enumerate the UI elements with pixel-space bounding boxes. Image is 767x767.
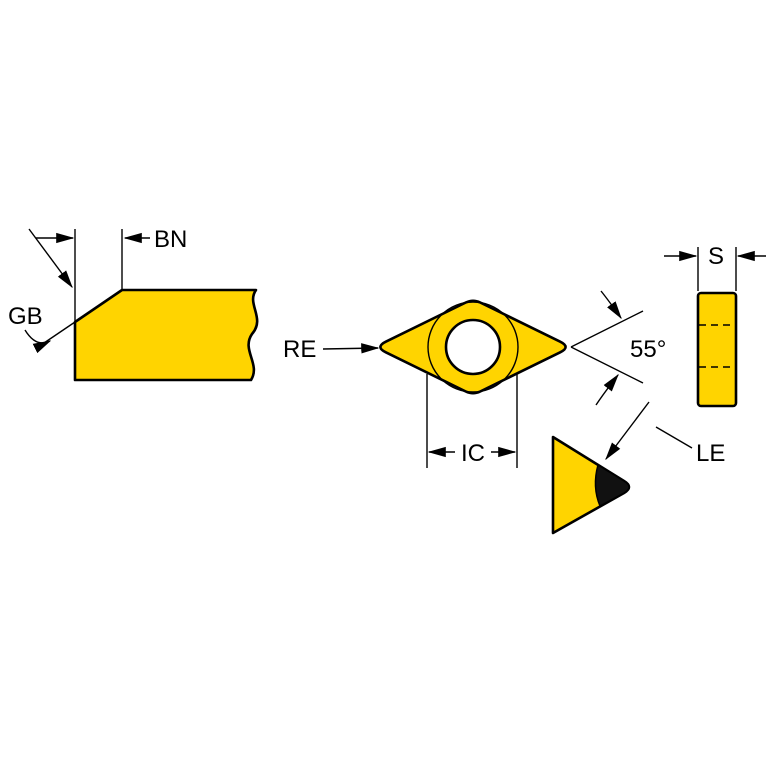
le-label: LE xyxy=(696,440,725,467)
cross-section-shape xyxy=(73,288,259,382)
top-view: RE 55° IC xyxy=(283,290,666,468)
le-leader-line xyxy=(655,426,693,449)
angle-extension-line-lower xyxy=(570,346,644,384)
gb-label: GB xyxy=(8,303,43,330)
edge-view: LE xyxy=(551,401,725,535)
le-arrow-line xyxy=(605,401,650,461)
angle-arc-arrow-lower xyxy=(595,373,619,406)
gb-angle-leader-line xyxy=(28,228,73,289)
gb-angle-arc-arrow xyxy=(24,329,52,354)
gb-chamfer-extension-line xyxy=(43,321,76,344)
inscribed-circle xyxy=(427,301,519,393)
angle-label: 55° xyxy=(630,336,666,363)
re-leader-line xyxy=(322,343,380,354)
edge-black-tip xyxy=(594,463,630,508)
ic-label: IC xyxy=(461,440,485,467)
thickness-shape xyxy=(696,291,738,408)
re-label: RE xyxy=(283,336,316,363)
s-label: S xyxy=(708,243,724,270)
angle-arc-arrow-upper xyxy=(600,290,622,320)
angle-extension-line-upper xyxy=(570,310,644,348)
cross-section-view: BN GB xyxy=(8,226,259,382)
bn-label: BN xyxy=(154,226,187,253)
thickness-view: S xyxy=(664,243,766,408)
center-hole xyxy=(444,318,502,376)
